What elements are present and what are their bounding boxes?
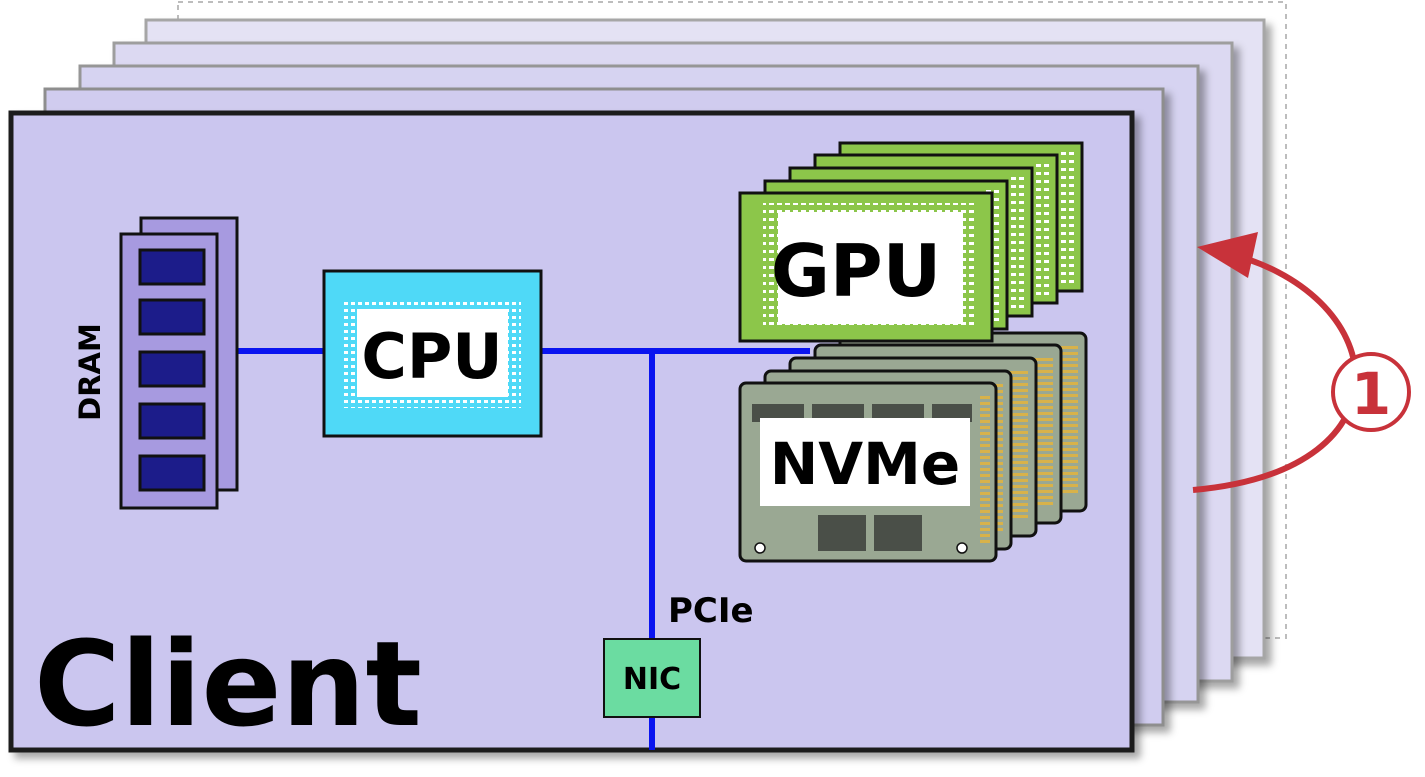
nvme-stack: NVMe — [738, 331, 1088, 563]
client-label: Client — [34, 615, 422, 753]
step-arrow: 1 — [1192, 232, 1411, 493]
arrowhead-icon — [1197, 232, 1258, 278]
cpu-label: CPU — [361, 320, 502, 393]
nic: NIC — [603, 638, 701, 718]
gpu-label: GPU — [771, 229, 941, 313]
pcie-label: PCIe — [668, 591, 754, 631]
gpu-stack: GPU — [738, 141, 1084, 343]
dram-modules: DRAM — [73, 216, 239, 510]
step-number: 1 — [1351, 360, 1391, 428]
nvme-card-front: NVMe — [738, 381, 998, 563]
dram-label: DRAM — [73, 323, 107, 421]
cpu-chip: CPU — [322, 269, 543, 438]
nvme-label: NVMe — [770, 430, 960, 498]
gpu-card-front: GPU — [738, 191, 994, 343]
step-badge — [1331, 352, 1411, 432]
nic-label: NIC — [623, 662, 681, 697]
